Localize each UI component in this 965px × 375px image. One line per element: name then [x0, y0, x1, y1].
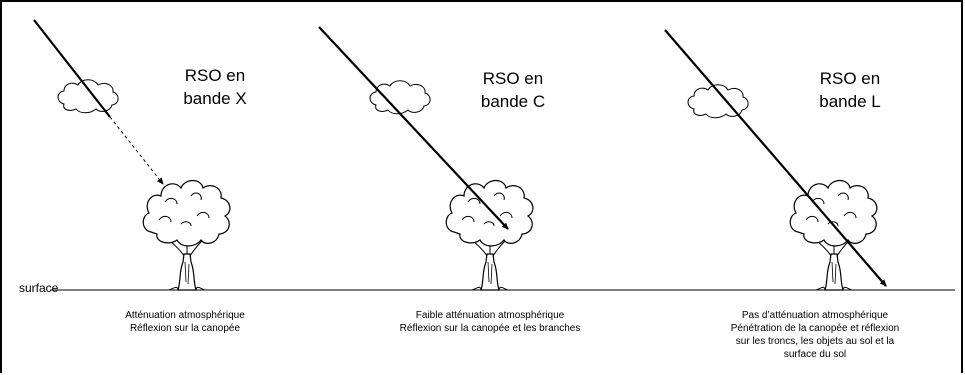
cloud-icon [687, 84, 749, 119]
panel-c-band [318, 26, 534, 291]
radar-beam-arrow [318, 26, 509, 230]
panel-caption: Faible atténuation atmosphérique Réflexi… [365, 309, 615, 335]
caption-line: Pénétration de la canopée et réflexion [730, 323, 900, 334]
caption-line: sur les troncs, les objets au sol et la [735, 336, 895, 347]
band-title-line2: bande X [183, 89, 247, 108]
caption-line: Atténuation atmosphérique [125, 310, 245, 321]
band-title-line1: RSO en [184, 66, 246, 85]
panel-x-band [33, 19, 231, 291]
caption-line: Faible atténuation atmosphérique [415, 310, 565, 321]
tree-icon [142, 179, 231, 291]
band-title-line2: bande L [819, 92, 881, 111]
cloud-icon [57, 79, 119, 114]
surface-label: surface [19, 281, 59, 295]
cloud-icon [369, 80, 431, 115]
band-title-line1: RSO en [482, 69, 544, 88]
tree-icon [445, 179, 534, 291]
band-title: RSO en bande X [155, 64, 275, 110]
panel-caption: Atténuation atmosphérique Réflexion sur … [85, 309, 285, 335]
panel-caption: Pas d’atténuation atmosphérique Pénétrat… [700, 309, 930, 361]
caption-line: Pas d’atténuation atmosphérique [741, 310, 889, 321]
panel-l-band [664, 29, 887, 291]
tree-icon [789, 179, 878, 291]
caption-line: Réflexion sur la canopée [129, 323, 241, 334]
caption-line: surface du sol [783, 349, 847, 360]
caption-line: Réflexion sur la canopée et les branches [399, 323, 581, 334]
scattered-beam-arrow [109, 116, 164, 185]
radar-beam-arrow [664, 29, 887, 287]
band-title-line1: RSO en [819, 69, 881, 88]
radar-beam-arrow [33, 19, 111, 118]
band-title-line2: bande C [480, 92, 546, 111]
band-title: RSO en bande C [453, 67, 573, 113]
band-title: RSO en bande L [790, 67, 910, 113]
